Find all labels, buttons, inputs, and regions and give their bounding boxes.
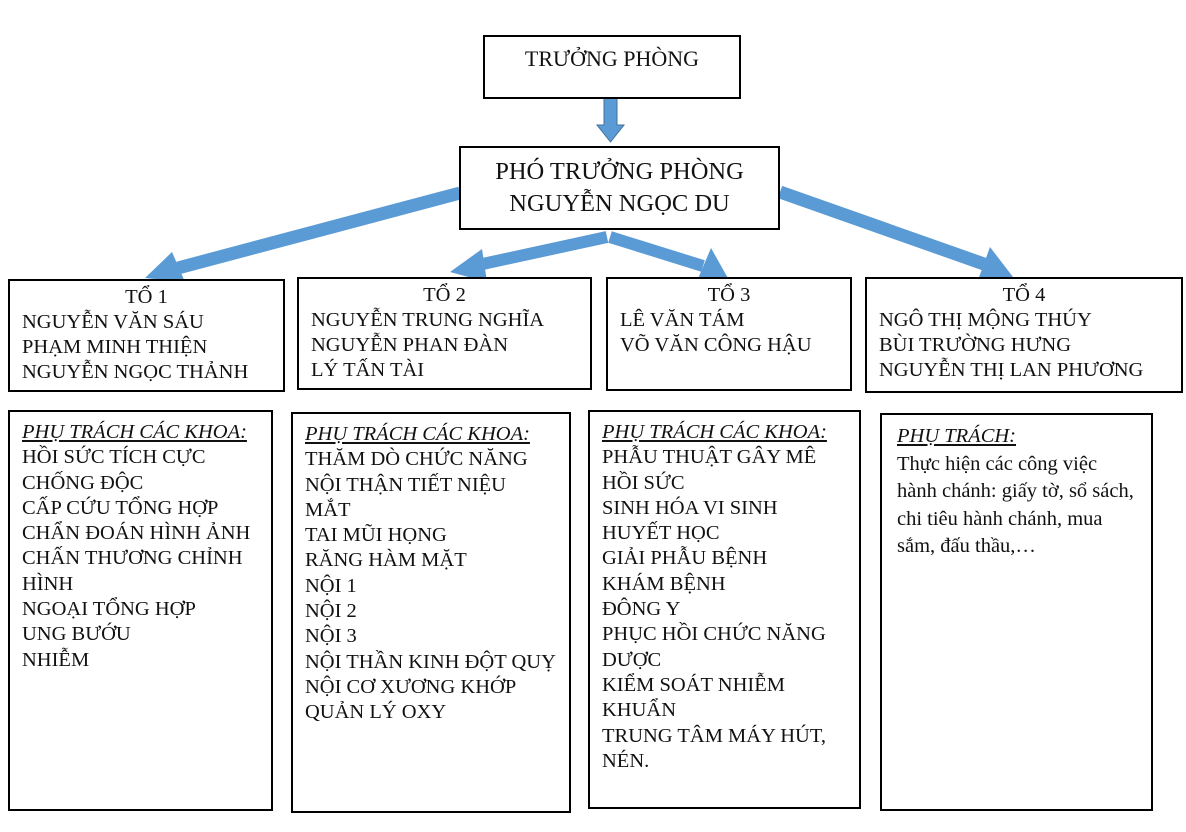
- department-item: NGOẠI TỔNG HỢP: [22, 598, 196, 621]
- department-item: SINH HÓA VI SINH: [602, 496, 778, 519]
- arrow-deputy-to-team3: [608, 231, 729, 281]
- team-member: NGUYỄN TRUNG NGHĨA: [311, 309, 545, 331]
- department-item: KHÁM BỆNH: [602, 572, 726, 595]
- team-member: NGUYỄN THỊ LAN PHƯƠNG: [879, 359, 1144, 381]
- department-item: RĂNG HÀM MẶT: [305, 549, 467, 572]
- department-item: NHIỄM: [22, 648, 90, 671]
- department-item: DƯỢC: [602, 648, 662, 671]
- arrow-deputy-to-team4: [777, 185, 1013, 280]
- team-member: NGUYỄN NGỌC THẢNH: [22, 361, 249, 383]
- department-item: NỘI CƠ XƯƠNG KHỚP: [305, 675, 517, 698]
- duties-heading: PHỤ TRÁCH CÁC KHOA:: [305, 423, 530, 445]
- team-member: NGUYỄN PHAN ĐÀN: [311, 334, 509, 356]
- department-item: PHỤC HỒI CHỨC NĂNG: [602, 623, 826, 646]
- team-1-box: TỔ 1 NGUYỄN VĂN SÁU PHẠM MINH THIỆN NGUY…: [8, 279, 285, 392]
- department-item: NỘI 2: [305, 600, 357, 623]
- department-item: TRUNG TÂM MÁY HÚT, NÉN.: [602, 724, 826, 772]
- team-member: LÊ VĂN TÁM: [620, 309, 745, 331]
- team-3-box: TỔ 3 LÊ VĂN TÁM VÕ VĂN CÔNG HẬU: [606, 277, 852, 391]
- head-of-department-box: TRƯỞNG PHÒNG: [483, 35, 741, 99]
- department-item: PHẪU THUẬT GÂY MÊ HỒI SỨC: [602, 446, 817, 494]
- department-item: THĂM DÒ CHỨC NĂNG: [305, 448, 528, 471]
- department-item: CHẤN THƯƠNG CHỈNH HÌNH: [22, 547, 243, 595]
- team-name: TỔ 1: [125, 286, 168, 308]
- team-name: TỔ 4: [1002, 284, 1046, 306]
- department-item: NỘI 1: [305, 574, 357, 597]
- department-item: QUẢN LÝ OXY: [305, 701, 447, 724]
- department-item: HUYẾT HỌC: [602, 522, 720, 545]
- department-item: NỘI 3: [305, 625, 357, 648]
- department-item: NỘI THẦN KINH ĐỘT QUỴ: [305, 650, 556, 673]
- team-name: TỔ 3: [707, 284, 751, 306]
- arrow-head-to-deputy: [595, 97, 626, 143]
- department-item: CẤP CỨU TỔNG HỢP: [22, 496, 219, 519]
- department-item: CHẨN ĐOÁN HÌNH ẢNH: [22, 522, 251, 545]
- deputy-name: NGUYỄN NGỌC DU: [509, 190, 730, 217]
- arrow-deputy-to-team1: [145, 186, 462, 282]
- duties-heading: PHỤ TRÁCH CÁC KHOA:: [602, 421, 827, 443]
- team-member: NGUYỄN VĂN SÁU: [22, 311, 204, 333]
- team-member: NGÔ THỊ MỘNG THÚY: [879, 309, 1092, 331]
- department-item: UNG BƯỚU: [22, 623, 131, 646]
- head-title: TRƯỞNG PHÒNG: [524, 46, 700, 71]
- department-item: HỒI SỨC TÍCH CỰC CHỐNG ĐỘC: [22, 446, 206, 494]
- department-item: GIẢI PHẪU BỆNH: [602, 547, 768, 570]
- team-4-duties-box: PHỤ TRÁCH: Thực hiện các công việc hành …: [880, 413, 1153, 811]
- department-item: KIỂM SOÁT NHIỄM KHUẨN: [602, 673, 785, 722]
- team-member: VÕ VĂN CÔNG HẬU: [620, 334, 812, 356]
- team-1-duties-box: PHỤ TRÁCH CÁC KHOA: HỒI SỨC TÍCH CỰC CHỐ…: [8, 410, 273, 811]
- deputy-head-box: PHÓ TRƯỞNG PHÒNG NGUYỄN NGỌC DU: [459, 146, 780, 230]
- duties-description: Thực hiện các công việc hành chánh: giấy…: [897, 452, 1134, 558]
- team-2-duties-box: PHỤ TRÁCH CÁC KHOA: THĂM DÒ CHỨC NĂNG NỘ…: [291, 412, 571, 813]
- department-item: TAI MŨI HỌNG: [305, 524, 447, 547]
- duties-heading: PHỤ TRÁCH CÁC KHOA:: [22, 421, 247, 443]
- team-member: LÝ TẤN TÀI: [311, 359, 425, 381]
- team-3-duties-box: PHỤ TRÁCH CÁC KHOA: PHẪU THUẬT GÂY MÊ HỒ…: [588, 410, 861, 809]
- team-member: PHẠM MINH THIỆN: [22, 336, 208, 358]
- team-name: TỔ 2: [423, 284, 466, 306]
- team-member: BÙI TRƯỜNG HƯNG: [879, 334, 1072, 356]
- department-item: ĐÔNG Y: [602, 598, 681, 621]
- team-2-box: TỔ 2 NGUYỄN TRUNG NGHĨA NGUYỄN PHAN ĐÀN …: [297, 277, 592, 390]
- arrow-deputy-to-team2: [450, 231, 609, 282]
- team-4-box: TỔ 4 NGÔ THỊ MỘNG THÚY BÙI TRƯỜNG HƯNG N…: [865, 277, 1183, 393]
- duties-heading: PHỤ TRÁCH:: [897, 425, 1017, 447]
- department-item: NỘI THẬN TIẾT NIỆU: [305, 473, 506, 496]
- department-item: MẮT: [305, 498, 351, 521]
- deputy-title: PHÓ TRƯỞNG PHÒNG: [495, 158, 744, 185]
